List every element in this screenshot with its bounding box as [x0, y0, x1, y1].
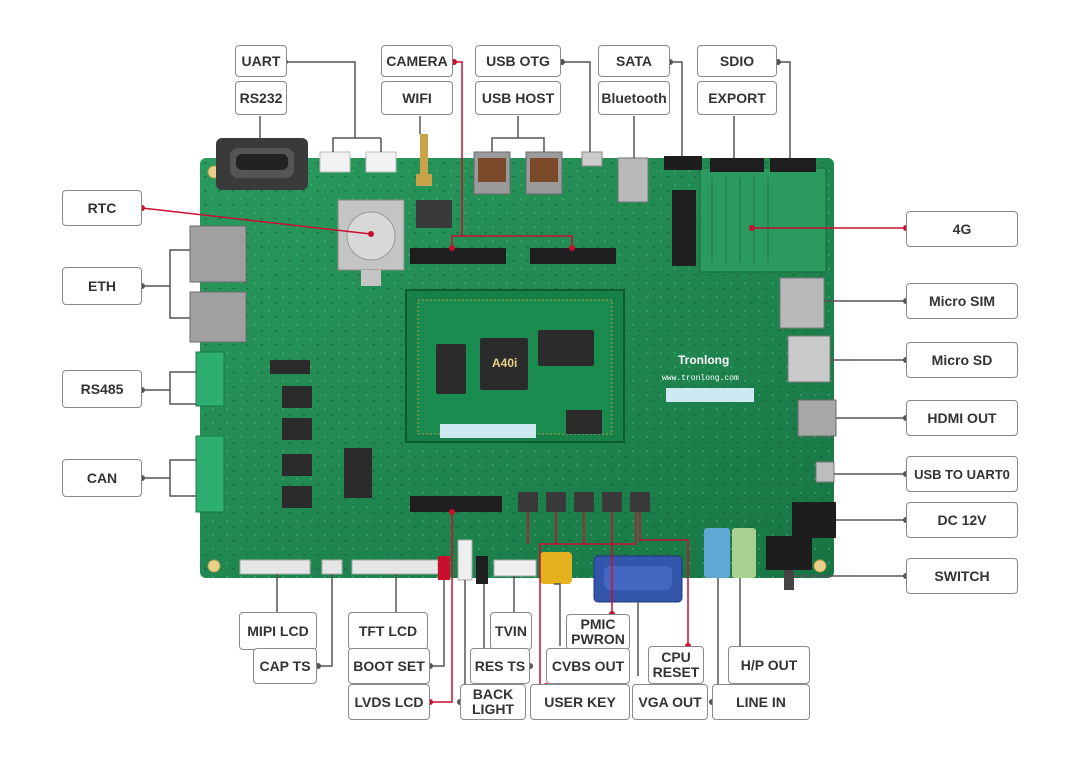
label-dc-12v: DC 12V — [906, 502, 1018, 538]
label-usb-to-uart0: USB TO UART0 — [906, 456, 1018, 492]
leader-lines — [142, 61, 906, 703]
label-wifi: WIFI — [381, 81, 453, 115]
label-bluetooth: Bluetooth — [598, 81, 670, 115]
4g-module-area — [699, 167, 827, 273]
label-boot-set: BOOT SET — [348, 648, 430, 684]
label-sata: SATA — [598, 45, 670, 77]
label-usb-otg: USB OTG — [475, 45, 561, 77]
label-micro-sim: Micro SIM — [906, 283, 1018, 319]
label-sdio: SDIO — [697, 45, 777, 77]
label-can: CAN — [62, 459, 142, 497]
label-rs232: RS232 — [235, 81, 287, 115]
label-uart: UART — [235, 45, 287, 77]
label-res-ts: RES TS — [470, 648, 530, 684]
label-cap-ts: CAP TS — [253, 648, 317, 684]
label-cpu-reset: CPU RESET — [648, 646, 704, 684]
label-tvin: TVIN — [490, 612, 532, 650]
core-module — [405, 289, 625, 443]
red-leader-lines — [141, 61, 906, 703]
label-pmic-pwron: PMIC PWRON — [566, 614, 630, 650]
soc-text: A40i — [492, 356, 517, 370]
label-4g: 4G — [906, 211, 1018, 247]
label-user-key: USER KEY — [530, 684, 630, 720]
brand-text: Tronlong — [678, 353, 729, 367]
rs232-connector — [216, 138, 308, 190]
label-hp-out: H/P OUT — [728, 646, 810, 684]
label-usb-host: USB HOST — [475, 81, 561, 115]
label-line-in: LINE IN — [712, 684, 810, 720]
label-tft-lcd: TFT LCD — [348, 612, 428, 650]
label-rtc: RTC — [62, 190, 142, 226]
label-hdmi-out: HDMI OUT — [906, 400, 1018, 436]
label-camera: CAMERA — [381, 45, 453, 77]
label-eth: ETH — [62, 267, 142, 305]
label-rs485: RS485 — [62, 370, 142, 408]
label-vga-out: VGA OUT — [632, 684, 708, 720]
label-back-light: BACK LIGHT — [460, 684, 526, 720]
label-cvbs-out: CVBS OUT — [546, 648, 630, 684]
label-switch: SWITCH — [906, 558, 1018, 594]
label-mipi-lcd: MIPI LCD — [239, 612, 317, 650]
label-lvds-lcd: LVDS LCD — [348, 684, 430, 720]
brand-url: www.tronlong.com — [662, 374, 739, 383]
label-export: EXPORT — [697, 81, 777, 115]
label-micro-sd: Micro SD — [906, 342, 1018, 378]
